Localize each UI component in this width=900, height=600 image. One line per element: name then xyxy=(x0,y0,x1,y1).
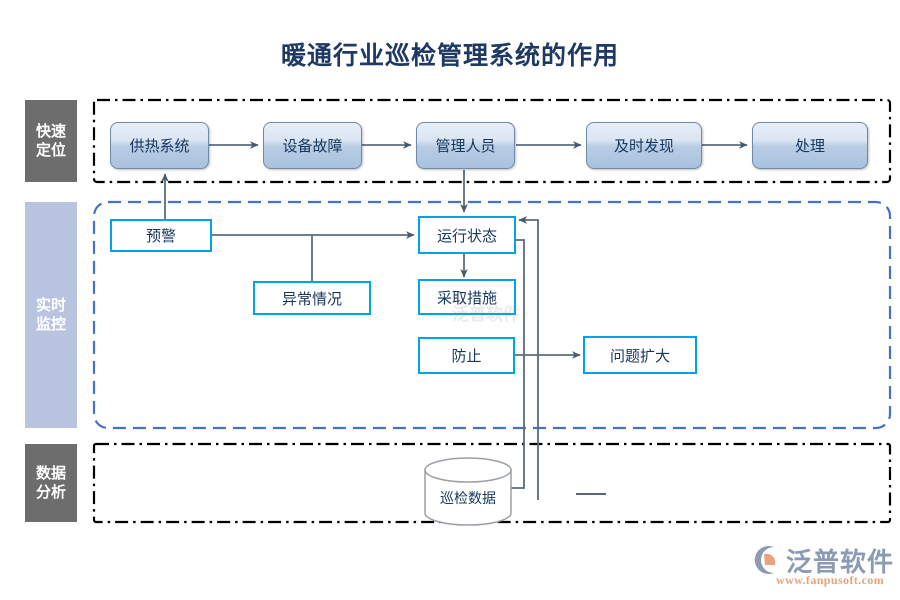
section-label-line2: 监控 xyxy=(35,316,66,333)
node-take-measures[interactable]: 采取措施 xyxy=(418,279,516,315)
group-quick-positioning xyxy=(92,98,892,184)
connector-store-feedback xyxy=(518,216,539,500)
node-running-status[interactable]: 运行状态 xyxy=(418,216,516,254)
section-label-line2: 定位 xyxy=(35,142,66,159)
section-label-real-time-monitoring: 实时 监控 xyxy=(25,202,77,428)
node-label: 处理 xyxy=(794,138,825,155)
node-equipment-fault[interactable]: 设备故障 xyxy=(263,122,362,169)
node-label: 运行状态 xyxy=(436,227,497,245)
node-label: 预警 xyxy=(145,228,176,245)
node-early-warning[interactable]: 预警 xyxy=(110,219,212,252)
node-label: 及时发现 xyxy=(613,138,674,155)
section-label-line1: 数据 xyxy=(35,465,66,482)
logo-url: www.fanpusoft.com xyxy=(776,573,885,587)
section-label-data-analysis: 数据 分析 xyxy=(25,444,77,522)
cylinder-shape xyxy=(424,457,512,526)
node-management-staff[interactable]: 管理人员 xyxy=(416,122,515,169)
group-real-time-monitoring xyxy=(92,200,892,430)
node-label: 异常情况 xyxy=(281,290,342,308)
node-label: 供热系统 xyxy=(129,138,190,155)
node-inspection-data[interactable]: 巡检数据 xyxy=(425,470,511,525)
node-timely-discovery[interactable]: 及时发现 xyxy=(586,122,702,169)
node-label: 采取措施 xyxy=(436,289,497,307)
logo-name: 泛普软件 xyxy=(786,547,895,577)
node-label: 问题扩大 xyxy=(609,347,670,365)
page-title: 暖通行业巡检管理系统的作用 xyxy=(280,43,619,70)
section-label-quick-positioning: 快速 定位 xyxy=(25,100,77,182)
node-label: 巡检数据 xyxy=(440,489,496,506)
node-label: 管理人员 xyxy=(435,138,496,155)
node-label: 设备故障 xyxy=(282,138,343,155)
node-handling[interactable]: 处理 xyxy=(752,122,868,169)
section-label-line1: 实时 xyxy=(35,297,66,314)
node-abnormal-situation[interactable]: 异常情况 xyxy=(253,281,371,315)
section-label-line2: 分析 xyxy=(35,484,66,501)
section-label-line1: 快速 xyxy=(35,123,66,140)
logo-mark-icon xyxy=(754,546,776,574)
node-heating-system[interactable]: 供热系统 xyxy=(110,122,209,169)
node-label: 防止 xyxy=(451,348,482,365)
node-prevent[interactable]: 防止 xyxy=(418,337,515,374)
brand-logo: 泛普软件 www.fanpusoft.com xyxy=(750,543,893,591)
node-problem-expansion[interactable]: 问题扩大 xyxy=(583,336,697,374)
